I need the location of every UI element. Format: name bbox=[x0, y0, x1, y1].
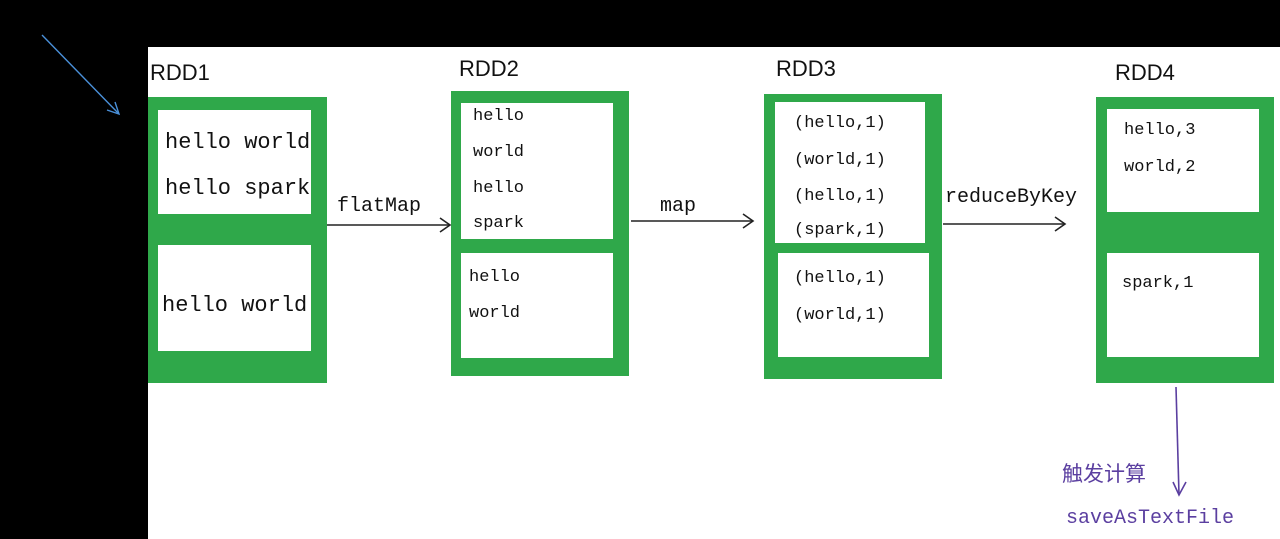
save-as-text-file-label: saveAsTextFile bbox=[1066, 507, 1235, 530]
rdd2-p1-line-3: hello bbox=[473, 179, 525, 198]
reducebykey-label: reduceByKey bbox=[945, 186, 1078, 209]
rdd2-partition-2: hello world bbox=[461, 253, 613, 358]
trigger-compute-label: 触发计算 bbox=[1062, 462, 1146, 486]
rdd2-p2-line-2: world bbox=[469, 304, 521, 323]
pointer-arrow bbox=[41, 34, 120, 115]
map-arrowhead bbox=[742, 213, 755, 229]
rdd2-p1-line-2: world bbox=[473, 143, 525, 162]
rdd3-p1-line-3: (hello,1) bbox=[794, 187, 886, 206]
rdd4-block: hello,3 world,2 spark,1 bbox=[1096, 97, 1274, 383]
rdd4-p1-line-2: world,2 bbox=[1124, 158, 1196, 177]
rdd3-partition-1: (hello,1) (world,1) (hello,1) (spark,1) bbox=[775, 102, 925, 243]
rdd3-p2-line-1: (hello,1) bbox=[794, 269, 886, 288]
rdd2-p2-line-1: hello bbox=[469, 268, 521, 287]
rdd4-p2-line-1: spark,1 bbox=[1122, 274, 1194, 293]
rdd1-p1-line-2: hello spark bbox=[165, 176, 311, 201]
rdd1-p2-line-1: hello world bbox=[162, 293, 308, 318]
rdd1-partition-1: hello world hello spark bbox=[158, 110, 311, 214]
rdd2-p1-line-1: hello bbox=[473, 107, 525, 126]
rdd2-p1-line-4: spark bbox=[473, 214, 525, 233]
flatmap-label: flatMap bbox=[337, 195, 422, 218]
rdd1-block: hello world hello spark hello world bbox=[148, 97, 327, 383]
save-arrowhead bbox=[1172, 481, 1187, 497]
diagram-canvas bbox=[148, 47, 1280, 539]
rdd4-partition-1: hello,3 world,2 bbox=[1107, 109, 1259, 212]
rdd3-p1-line-1: (hello,1) bbox=[794, 114, 886, 133]
reducebykey-arrowhead bbox=[1054, 216, 1067, 232]
rdd4-title: RDD4 bbox=[1115, 60, 1175, 85]
rdd2-partition-1: hello world hello spark bbox=[461, 103, 613, 239]
rdd3-p1-line-4: (spark,1) bbox=[794, 221, 886, 240]
flatmap-arrowhead bbox=[439, 217, 452, 233]
rdd1-title: RDD1 bbox=[150, 60, 210, 85]
rdd1-p1-line-1: hello world bbox=[165, 130, 311, 155]
save-arrow bbox=[1175, 386, 1180, 496]
rdd3-title: RDD3 bbox=[776, 56, 836, 81]
rdd2-title: RDD2 bbox=[459, 56, 519, 81]
rdd4-partition-2: spark,1 bbox=[1107, 253, 1259, 357]
rdd3-p2-line-2: (world,1) bbox=[794, 306, 886, 325]
map-label: map bbox=[660, 195, 697, 218]
pointer-arrowhead bbox=[106, 101, 121, 116]
rdd3-partition-2: (hello,1) (world,1) bbox=[778, 253, 929, 357]
rdd3-p1-line-2: (world,1) bbox=[794, 151, 886, 170]
rdd3-block: (hello,1) (world,1) (hello,1) (spark,1) … bbox=[764, 94, 942, 379]
rdd2-block: hello world hello spark hello world bbox=[451, 91, 629, 376]
rdd1-partition-2: hello world bbox=[158, 245, 311, 351]
rdd4-p1-line-1: hello,3 bbox=[1124, 121, 1196, 140]
